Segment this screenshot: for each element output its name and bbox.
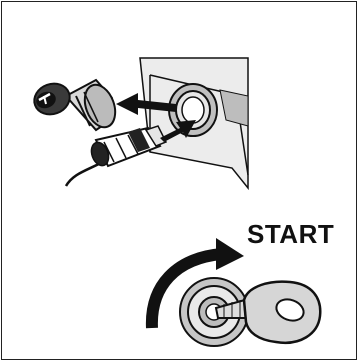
cigarette-lighter-plug-icon: [30, 79, 121, 132]
power-adapter-plug-icon: [66, 126, 166, 186]
start-label: START: [247, 219, 334, 249]
